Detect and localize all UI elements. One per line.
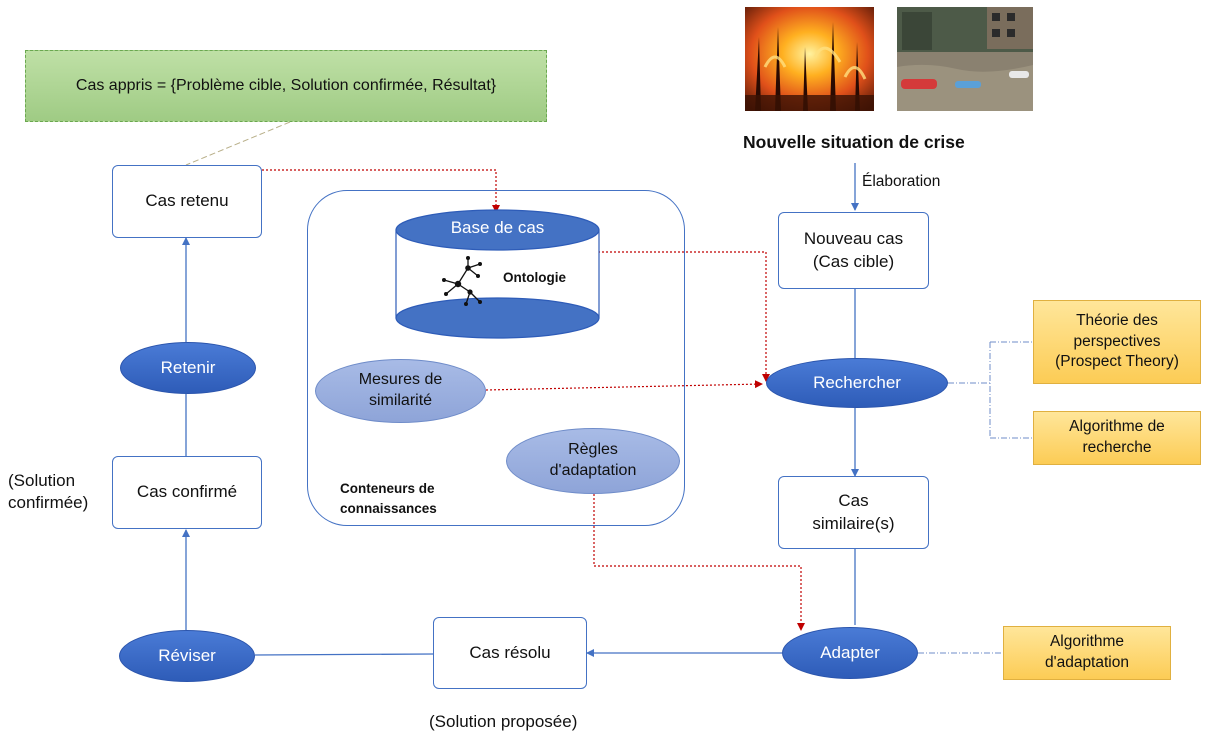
prospect-theory-line2: perspectives [1073,332,1161,350]
ontology-label: Ontologie [503,270,566,285]
learned-case-connector [185,121,291,166]
learned-case-box: Cas appris = {Problème cible, Solution c… [25,50,547,122]
adaptation-algorithm-line1: Algorithme [1049,633,1125,651]
retrieve-step[interactable]: Rechercher [766,358,948,408]
confirmed-solution-line1: (Solution [8,471,76,490]
case-base-label: Base de cas [450,218,545,237]
similar-cases-line1: Cas [838,490,869,510]
resolu-to-reviser [254,653,434,656]
knowledge-containers-line2: connaissances [340,500,437,516]
adaptation-rules-node[interactable]: Règles d'adaptation [506,428,680,494]
revise-step[interactable]: Réviser [119,630,255,682]
confirmed-case-box[interactable]: Cas confirmé [112,456,262,529]
proposed-solution-annotation: (Solution proposée) [429,712,578,731]
crisis-title: Nouvelle situation de crise [743,132,965,152]
adapt-step[interactable]: Adapter [782,627,918,679]
adaptation-rules-line2: d'adaptation [549,462,637,479]
similarity-measures-line2: similarité [368,392,433,409]
resolved-case-box[interactable]: Cas résolu [433,617,587,689]
retain-step[interactable]: Retenir [120,342,256,394]
confirmed-solution-line2: confirmée) [8,493,89,513]
search-algorithm-line2: recherche [1082,439,1152,456]
knowledge-containers-line1: Conteneurs de [340,481,435,496]
adaptation-algorithm-line2: d'adaptation [1045,654,1129,671]
new-case-box[interactable]: Nouveau cas (Cas cible) [778,212,929,289]
retenu-to-base-connector [262,169,500,213]
search-algorithm-note: Algorithme de recherche [1033,411,1201,465]
ontology-network-icon [440,254,488,306]
new-case-line1: Nouveau cas [803,228,904,248]
knowledge-containers-label: Conteneurs de connaissances [340,479,437,518]
wildfire-photo [745,7,874,111]
similarity-measures-line1: Mesures de [358,371,443,389]
flood-photo [897,7,1033,111]
case-base-cylinder: Base de cas Ontologie [395,208,600,340]
adaptation-algorithm-note: Algorithme d'adaptation [1003,626,1171,680]
prospect-theory-line1: Théorie des [1076,311,1158,329]
prospect-theory-note: Théorie des perspectives (Prospect Theor… [1033,300,1201,384]
new-case-line2: (Cas cible) [812,251,895,271]
confirmed-solution-annotation: (Solution confirmée) [8,470,88,514]
search-algorithm-line1: Algorithme de [1069,418,1165,436]
similar-cases-line2: similaire(s) [812,513,895,533]
elaboration-label: Élaboration [862,173,941,190]
retained-case-box[interactable]: Cas retenu [112,165,262,238]
regles-to-adapter-connector [593,494,805,631]
adaptation-rules-line1: Règles [568,441,618,459]
similar-cases-box[interactable]: Cas similaire(s) [778,476,929,549]
prospect-theory-line3: (Prospect Theory) [1055,353,1179,371]
base-to-rechercher-connector [598,251,770,382]
knowledge-container [307,190,685,526]
similarity-measures-node[interactable]: Mesures de similarité [315,359,486,423]
